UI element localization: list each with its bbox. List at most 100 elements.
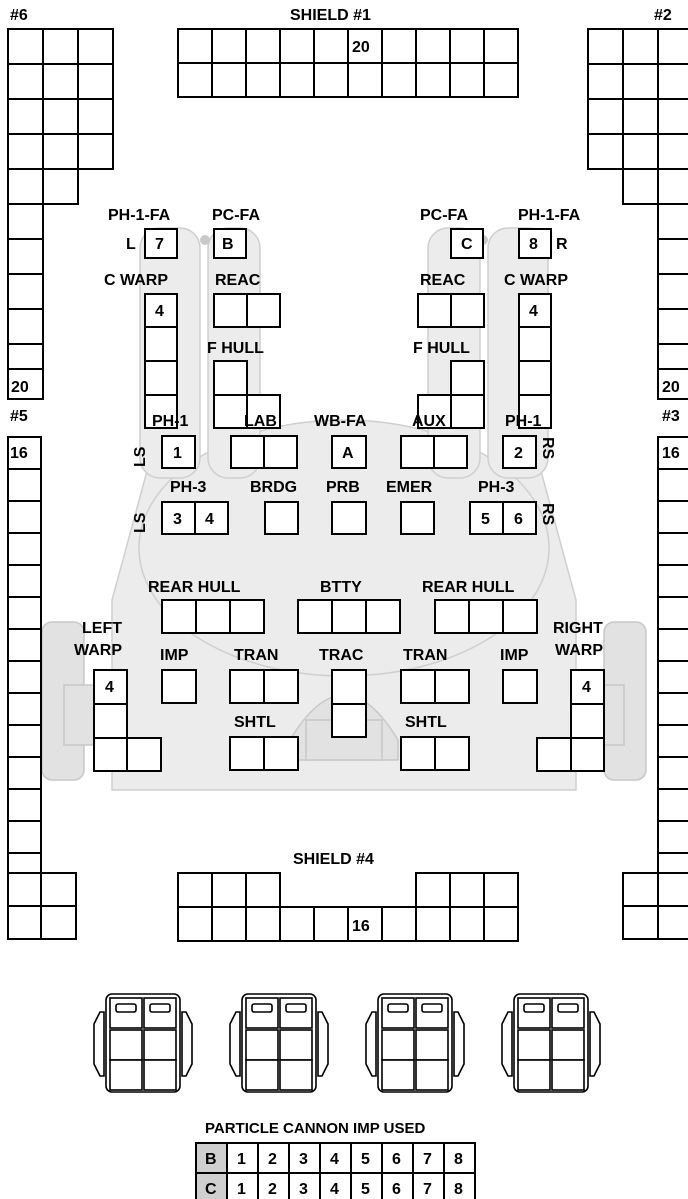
pcfa-left-label: PC-FA: [212, 207, 260, 224]
shield-4-grid: SHIELD #4 16: [178, 851, 518, 941]
imp-cell-number: 6: [392, 1181, 401, 1198]
pcfa-left-letter: B: [222, 236, 234, 253]
ph1-left-num: 1: [173, 445, 182, 462]
prb-label: PRB: [326, 479, 360, 496]
shield-2-label: #2: [654, 7, 672, 24]
imp-cell-number: 4: [330, 1181, 339, 1198]
imp-table-title: PARTICLE CANNON IMP USED: [205, 1120, 425, 1137]
shield-6-count: 20: [11, 379, 29, 396]
imp-cell-number: 5: [361, 1151, 370, 1168]
pcfa-right-letter: C: [461, 236, 473, 253]
ph1fa-left-label: PH-1-FA: [108, 207, 171, 224]
ph3-right-side: RS: [539, 503, 556, 526]
shield-4-label: SHIELD #4: [293, 851, 374, 868]
shuttle-icon: [366, 994, 464, 1092]
ph3-right-num-2: 6: [514, 511, 523, 528]
shield-4-count: 16: [352, 918, 370, 935]
shtl-left-label: SHTL: [234, 714, 276, 731]
cwarp-left-num: 4: [155, 303, 164, 320]
reac-left-label: REAC: [215, 272, 261, 289]
imp-cell-number: 5: [361, 1181, 370, 1198]
shuttle-icon: [230, 994, 328, 1092]
imp-cell-number: 8: [454, 1181, 463, 1198]
imp-cell-number: 4: [330, 1151, 339, 1168]
ph1-right-label: PH-1: [505, 413, 542, 430]
imp-cell-number: 2: [268, 1151, 277, 1168]
ph1-left-label: PH-1: [152, 413, 189, 430]
shield-6-grid: #6 20: [8, 7, 113, 399]
tran-right-label: TRAN: [403, 647, 447, 664]
ph1-left-side: LS: [132, 446, 149, 467]
rear-hull-left-label: REAR HULL: [148, 579, 241, 596]
shield-5-count: 16: [10, 445, 28, 462]
reac-right-label: REAC: [420, 272, 466, 289]
imp-cell-number: 6: [392, 1151, 401, 1168]
fhull-left-label: F HULL: [207, 340, 264, 357]
left-warp-label-1: LEFT: [82, 620, 122, 637]
shield-3-label: #3: [662, 408, 680, 425]
rear-hull-row: REAR HULL BTTY REAR HULL: [148, 579, 537, 633]
ph1-right-side: RS: [539, 437, 556, 460]
lab-label: LAB: [244, 413, 277, 430]
imp-cell-number: 3: [299, 1151, 308, 1168]
ph3-left-side: LS: [132, 512, 149, 533]
left-warp-label-2: WARP: [74, 642, 122, 659]
imp-row-label: C: [205, 1181, 217, 1198]
btty-label: BTTY: [320, 579, 362, 596]
shield-2-grid: #2 20: [588, 7, 688, 399]
imp-left-label: IMP: [160, 647, 189, 664]
right-warp-label-1: RIGHT: [553, 620, 603, 637]
ph3-row: PH-3 BRDG PRB EMER PH-3 LS 3 4 5 6 RS: [132, 479, 556, 534]
ph3-left-label: PH-3: [170, 479, 207, 496]
shuttle-icons: [94, 994, 600, 1092]
rear-hull-right-label: REAR HULL: [422, 579, 515, 596]
ph3-right-label: PH-3: [478, 479, 515, 496]
aux-label: AUX: [412, 413, 446, 430]
cwarp-right-label: C WARP: [504, 272, 568, 289]
shuttle-icon: [94, 994, 192, 1092]
shield-1-grid: SHIELD #1 20: [178, 7, 518, 97]
right-warp-num: 4: [582, 679, 591, 696]
trac-label: TRAC: [319, 647, 364, 664]
imp-cell-number: 2: [268, 1181, 277, 1198]
right-warp-label-2: WARP: [555, 642, 603, 659]
shield-6-label: #6: [10, 7, 28, 24]
fhull-right-label: F HULL: [413, 340, 470, 357]
ph3-left-num-2: 4: [205, 511, 214, 528]
imp-cell-number: 1: [237, 1181, 246, 1198]
cwarp-left-label: C WARP: [104, 272, 168, 289]
shield-3-count: 16: [662, 445, 680, 462]
shield-2-count: 20: [662, 379, 680, 396]
ph1fa-right-label: PH-1-FA: [518, 207, 581, 224]
imp-row-label: B: [205, 1151, 217, 1168]
ph1fa-right-num: 8: [529, 236, 538, 253]
imp-cell-number: 7: [423, 1181, 432, 1198]
wbfa-label: WB-FA: [314, 413, 367, 430]
ph1-right-num: 2: [514, 445, 523, 462]
emer-label: EMER: [386, 479, 433, 496]
imp-cell-number: 3: [299, 1181, 308, 1198]
imp-cell-number: 1: [237, 1151, 246, 1168]
ph1fa-left-side: L: [126, 236, 136, 253]
imp-right-label: IMP: [500, 647, 529, 664]
cwarp-right-num: 4: [529, 303, 538, 320]
ph1fa-left-num: 7: [155, 236, 164, 253]
imp-cell-number: 8: [454, 1151, 463, 1168]
pcfa-right-label: PC-FA: [420, 207, 468, 224]
ph3-right-num-1: 5: [481, 511, 490, 528]
brdg-label: BRDG: [250, 479, 297, 496]
shield-1-count: 20: [352, 39, 370, 56]
left-warp-num: 4: [105, 679, 114, 696]
ph1fa-right-side: R: [556, 236, 568, 253]
wbfa-letter: A: [342, 445, 354, 462]
tran-left-label: TRAN: [234, 647, 278, 664]
imp-cell-number: 7: [423, 1151, 432, 1168]
shtl-right-label: SHTL: [405, 714, 447, 731]
shield-1-label: SHIELD #1: [290, 7, 371, 24]
shield-5-label: #5: [10, 408, 28, 425]
shuttle-icon: [502, 994, 600, 1092]
ph3-left-num-1: 3: [173, 511, 182, 528]
